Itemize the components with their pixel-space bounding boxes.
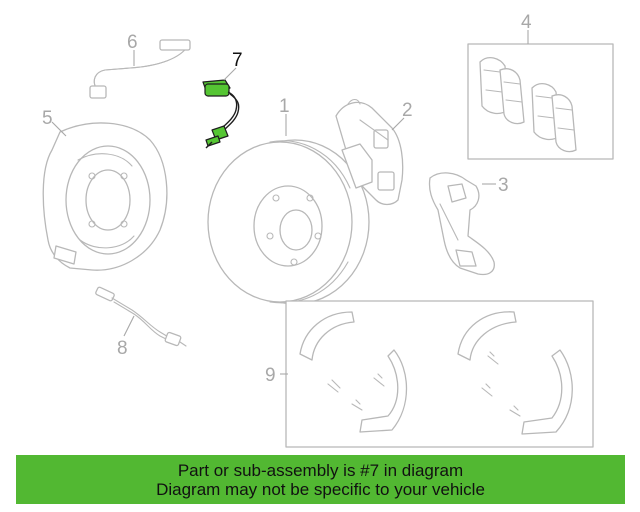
callout-9: 9 — [265, 365, 276, 386]
banner-line-2: Diagram may not be specific to your vehi… — [156, 480, 485, 499]
part-2-caliper[interactable] — [335, 98, 404, 206]
part-1-brake-rotor[interactable] — [207, 139, 370, 305]
callout-3: 3 — [498, 175, 509, 196]
part-3-caliper-bracket[interactable] — [428, 172, 495, 276]
callout-2: 2 — [402, 100, 413, 121]
part-8-sensor-wire[interactable] — [95, 286, 187, 347]
callout-1: 1 — [279, 96, 290, 117]
part-9-parking-brake-shoes[interactable] — [285, 300, 594, 448]
part-4-brake-pads[interactable] — [467, 43, 614, 160]
callout-8: 8 — [117, 338, 128, 359]
banner-line-1: Part or sub-assembly is #7 in diagram — [177, 461, 464, 480]
callout-4: 4 — [521, 12, 532, 33]
part-7-wear-sensor[interactable] — [202, 79, 240, 149]
callout-7: 7 — [232, 50, 243, 71]
callout-6: 6 — [127, 32, 138, 53]
info-banner: Part or sub-assembly is #7 in diagram Di… — [16, 455, 625, 504]
parts-diagram: 4 6 7 5 8 — [42, 12, 614, 448]
part-5-backing-plate[interactable] — [42, 122, 168, 271]
part-6-brake-hose[interactable] — [89, 39, 191, 99]
callout-5: 5 — [42, 108, 53, 129]
